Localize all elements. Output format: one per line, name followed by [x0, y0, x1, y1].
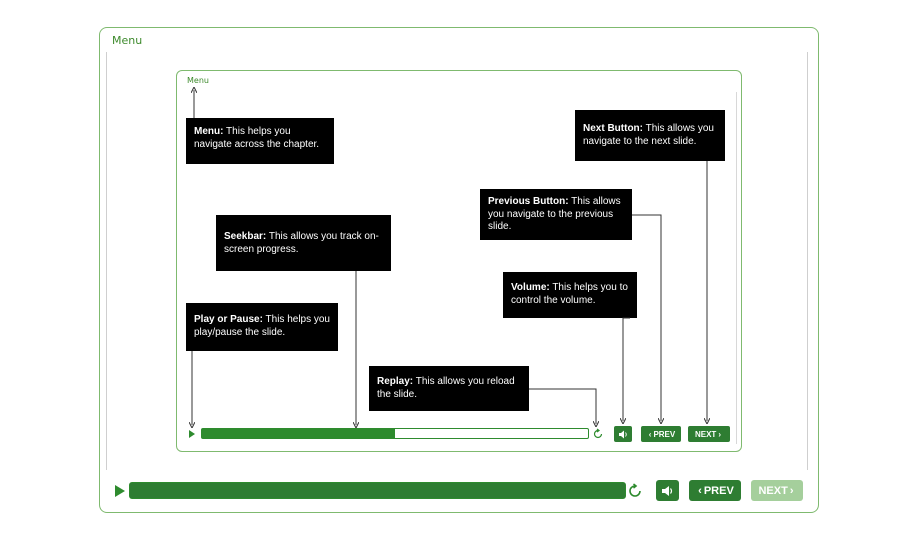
mini-chevron-right-icon: › — [718, 429, 721, 439]
callout-prev-title: Previous Button: — [488, 196, 569, 207]
prev-button[interactable]: ‹PREV — [689, 480, 741, 501]
seekbar[interactable] — [129, 482, 626, 499]
frame-divider-right — [807, 52, 808, 470]
callout-replay-text: This allows you reload the slide. — [377, 376, 515, 400]
mini-play-icon — [189, 430, 195, 438]
callout-menu: Menu: This helps you navigate across the… — [186, 118, 334, 164]
callout-volume-title: Volume: — [511, 282, 550, 293]
speaker-icon — [662, 485, 673, 496]
chevron-left-icon: ‹ — [698, 484, 702, 497]
slide-divider — [736, 92, 737, 444]
callout-next: Next Button: This allows you navigate to… — [575, 110, 725, 161]
prev-label: PREV — [703, 484, 734, 497]
callout-prev-text: This allows you navigate to the previous… — [488, 196, 621, 232]
callout-seekbar: Seekbar: This allows you track on-screen… — [216, 215, 391, 271]
mini-prev-button: ‹PREV — [641, 426, 681, 442]
callout-next-title: Next Button: — [583, 123, 643, 134]
seekbar-fill — [130, 483, 625, 498]
callout-seekbar-text: This allows you track on-screen progress… — [224, 231, 379, 255]
callout-seekbar-title: Seekbar: — [224, 231, 267, 242]
replay-button[interactable] — [627, 483, 643, 499]
callout-menu-text: This helps you navigate across the chapt… — [194, 126, 320, 150]
mini-seekbar — [201, 428, 589, 439]
mini-replay-icon — [593, 428, 603, 439]
slide-menu-label: Menu — [187, 76, 209, 85]
mini-next-label: NEXT — [694, 429, 717, 439]
mini-chevron-left-icon: ‹ — [648, 429, 652, 439]
next-button[interactable]: NEXT› — [751, 480, 803, 501]
callout-menu-title: Menu: — [194, 126, 224, 137]
mini-prev-label: PREV — [653, 429, 676, 439]
mini-next-button: NEXT› — [688, 426, 730, 442]
chevron-right-icon: › — [789, 484, 794, 497]
callout-prev: Previous Button: This allows you navigat… — [480, 189, 632, 240]
callout-next-text: This allows you navigate to the next sli… — [583, 123, 714, 147]
frame-divider-left — [106, 52, 107, 470]
callout-replay: Replay: This allows you reload the slide… — [369, 366, 529, 411]
play-button[interactable] — [115, 485, 125, 497]
volume-button[interactable] — [656, 480, 679, 501]
mini-seekbar-fill — [202, 429, 395, 438]
callout-replay-title: Replay: — [377, 376, 414, 387]
menu-button[interactable]: Menu — [112, 34, 143, 47]
mini-volume-button — [614, 426, 632, 442]
callout-play: Play or Pause: This helps you play/pause… — [186, 303, 338, 351]
mini-speaker-icon — [619, 430, 627, 438]
callout-play-title: Play or Pause: — [194, 314, 263, 325]
callout-play-text: This helps you play/pause the slide. — [194, 314, 330, 338]
callout-volume-text: This helps you to control the volume. — [511, 282, 628, 306]
callout-volume: Volume: This helps you to control the vo… — [503, 272, 637, 318]
next-label: NEXT — [758, 484, 788, 497]
